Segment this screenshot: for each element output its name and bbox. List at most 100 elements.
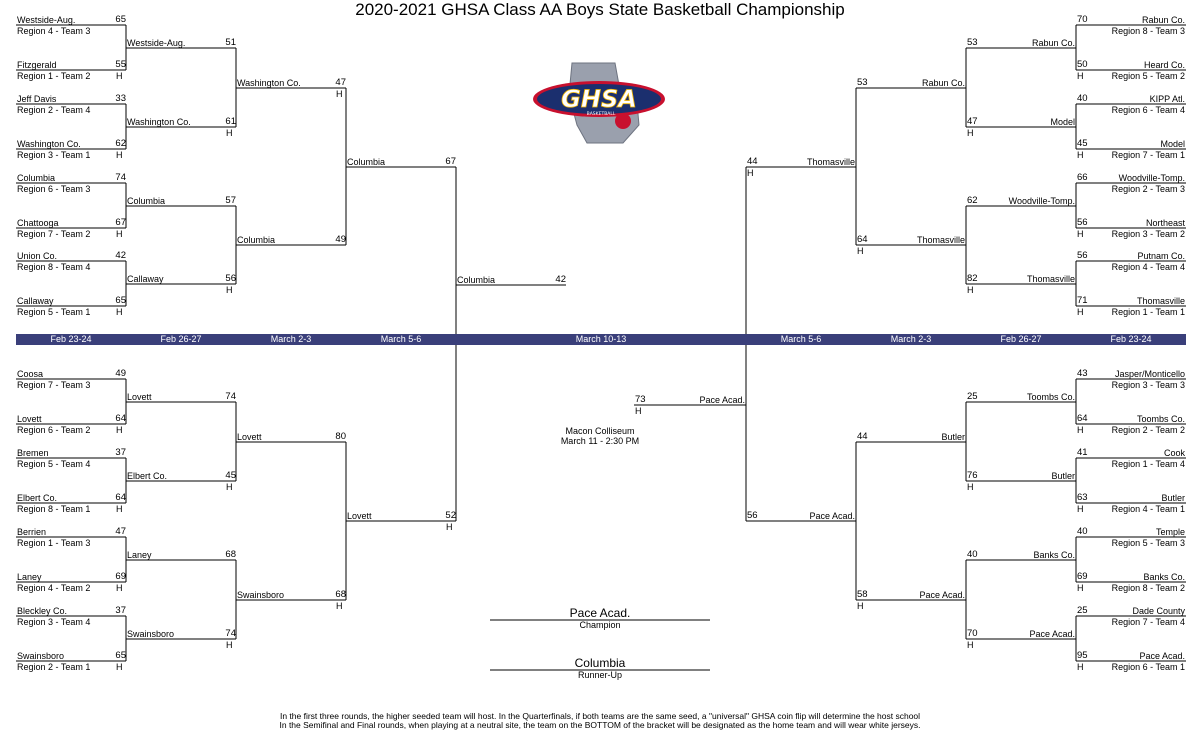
team-score: 53 bbox=[967, 37, 978, 48]
home-marker: H bbox=[336, 89, 343, 99]
team-score: 69 bbox=[1077, 571, 1088, 582]
team-score: 74 bbox=[225, 628, 236, 639]
team-name: Pace Acad. bbox=[699, 395, 745, 405]
team-name: Lovett bbox=[17, 414, 42, 424]
round-label: Feb 23-24 bbox=[50, 334, 92, 344]
team-name: Swainsboro bbox=[237, 590, 285, 600]
home-marker: H bbox=[747, 168, 754, 178]
round-label-final: March 10-13 bbox=[575, 334, 627, 344]
home-marker: H bbox=[336, 601, 343, 611]
ghsa-logo: GHSA BASKETBALL bbox=[527, 55, 672, 147]
team-name: Elbert Co. bbox=[17, 493, 58, 503]
team-region: Region 3 - Team 1 bbox=[17, 150, 91, 160]
team-region: Region 2 - Team 2 bbox=[1111, 425, 1185, 435]
team-region: Region 4 - Team 4 bbox=[1111, 262, 1185, 272]
team-name: Washington Co. bbox=[237, 78, 301, 88]
team-score: 74 bbox=[225, 391, 236, 402]
team-name: Columbia bbox=[457, 275, 496, 285]
team-name: Woodville-Tomp. bbox=[1118, 173, 1185, 183]
team-score: 47 bbox=[967, 116, 978, 127]
team-name: Rabun Co. bbox=[1141, 15, 1185, 25]
team-score: 73 bbox=[635, 394, 646, 405]
home-marker: H bbox=[635, 406, 642, 416]
home-marker: H bbox=[116, 583, 123, 593]
team-name: Rabun Co. bbox=[921, 78, 965, 88]
team-name: Laney bbox=[127, 550, 152, 560]
home-marker: H bbox=[226, 482, 233, 492]
team-name: Cook bbox=[1163, 448, 1185, 458]
team-score: 44 bbox=[747, 156, 758, 167]
team-region: Region 3 - Team 4 bbox=[17, 617, 91, 627]
team-name: Fitzgerald bbox=[17, 60, 57, 70]
team-score: 95 bbox=[1077, 650, 1088, 661]
team-name: Butler bbox=[941, 432, 965, 442]
team-score: 53 bbox=[857, 77, 868, 88]
team-score: 45 bbox=[225, 470, 236, 481]
team-name: Washington Co. bbox=[17, 139, 81, 149]
team-region: Region 8 - Team 3 bbox=[1111, 26, 1185, 36]
team-name: Northeast bbox=[1145, 218, 1185, 228]
team-score: 40 bbox=[1077, 93, 1088, 104]
team-region: Region 3 - Team 3 bbox=[1111, 380, 1185, 390]
team-score: 71 bbox=[1077, 295, 1088, 306]
team-region: Region 4 - Team 3 bbox=[17, 26, 91, 36]
venue-time: March 11 - 2:30 PM bbox=[560, 436, 640, 446]
team-score: 56 bbox=[1077, 217, 1088, 228]
logo-text: GHSA bbox=[561, 85, 637, 113]
team-score: 62 bbox=[115, 138, 126, 149]
team-name: Chattooga bbox=[17, 218, 59, 228]
home-marker: H bbox=[116, 662, 123, 672]
home-marker: H bbox=[967, 482, 974, 492]
team-name: Columbia bbox=[237, 235, 276, 245]
team-region: Region 6 - Team 3 bbox=[17, 184, 91, 194]
team-score: 49 bbox=[335, 234, 346, 245]
home-marker: H bbox=[226, 285, 233, 295]
team-region: Region 8 - Team 4 bbox=[17, 262, 91, 272]
team-name: Berrien bbox=[17, 527, 47, 537]
team-name: Callaway bbox=[127, 274, 164, 284]
team-score: 40 bbox=[1077, 526, 1088, 537]
round-label: March 5-6 bbox=[780, 334, 822, 344]
team-region: Region 6 - Team 4 bbox=[1111, 105, 1185, 115]
team-score: 25 bbox=[967, 391, 978, 402]
team-name: Lovett bbox=[237, 432, 262, 442]
team-score: 65 bbox=[115, 14, 126, 25]
team-score: 57 bbox=[225, 195, 236, 206]
team-score: 42 bbox=[115, 250, 126, 261]
team-name: Thomasville bbox=[1136, 296, 1185, 306]
home-marker: H bbox=[116, 150, 123, 160]
team-score: 64 bbox=[1077, 413, 1088, 424]
team-name: Laney bbox=[17, 572, 42, 582]
team-score: 82 bbox=[967, 273, 978, 284]
team-region: Region 1 - Team 4 bbox=[1111, 459, 1185, 469]
team-region: Region 1 - Team 1 bbox=[1111, 307, 1185, 317]
round-date-band: Feb 23-24 Feb 26-27 March 2-3 March 5-6 … bbox=[16, 334, 1186, 345]
team-score: 62 bbox=[967, 195, 978, 206]
footer-line: In the Semifinal and Final rounds, when … bbox=[279, 720, 921, 730]
team-name: Model bbox=[1160, 139, 1185, 149]
home-marker: H bbox=[116, 425, 123, 435]
footer-line: In the first three rounds, the higher se… bbox=[279, 711, 921, 721]
team-score: 68 bbox=[335, 589, 346, 600]
team-name: Thomasville bbox=[1026, 274, 1075, 284]
page-title: 2020-2021 GHSA Class AA Boys State Baske… bbox=[355, 0, 845, 19]
team-name: Temple bbox=[1155, 527, 1185, 537]
team-score: 45 bbox=[1077, 138, 1088, 149]
team-score: 65 bbox=[115, 650, 126, 661]
team-score: 37 bbox=[115, 605, 126, 616]
team-name: Model bbox=[1050, 117, 1075, 127]
team-score: 50 bbox=[1077, 59, 1088, 70]
team-score: 41 bbox=[1077, 447, 1088, 458]
team-name: Putnam Co. bbox=[1137, 251, 1185, 261]
team-region: Region 5 - Team 3 bbox=[1111, 538, 1185, 548]
team-score: 74 bbox=[115, 172, 126, 183]
venue-name: Macon Colliseum bbox=[565, 426, 635, 436]
team-name: Bleckley Co. bbox=[17, 606, 68, 616]
team-score: 58 bbox=[857, 589, 868, 600]
team-name: Elbert Co. bbox=[127, 471, 168, 481]
team-score: 64 bbox=[857, 234, 868, 245]
home-marker: H bbox=[967, 285, 974, 295]
team-region: Region 5 - Team 1 bbox=[17, 307, 91, 317]
